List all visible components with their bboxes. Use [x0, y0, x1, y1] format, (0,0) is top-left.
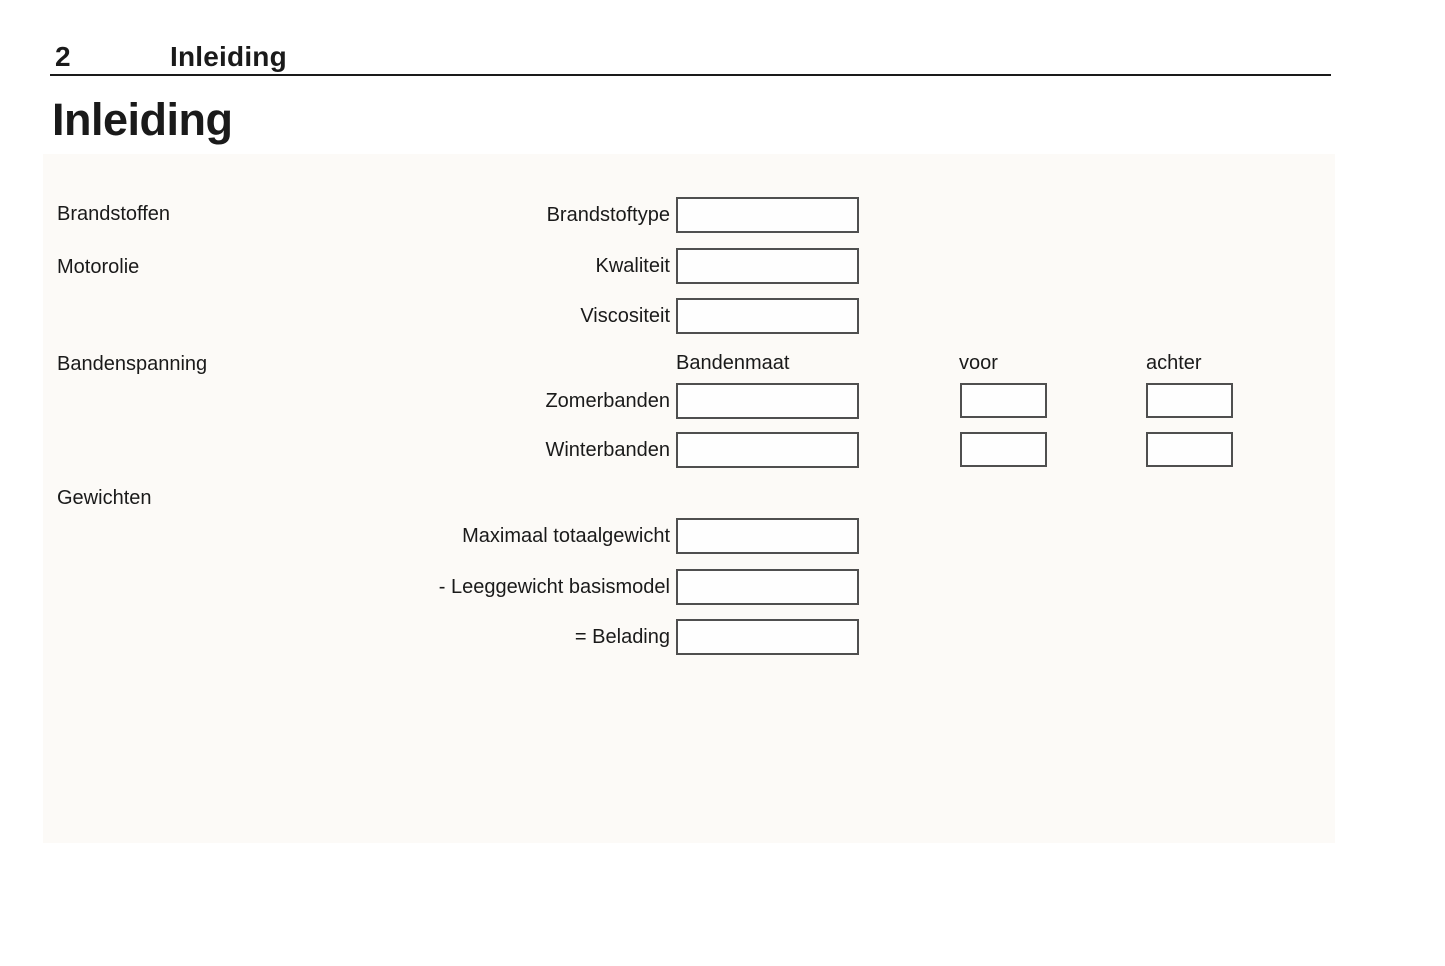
column-header-voor: voor — [959, 352, 998, 374]
column-header-achter: achter — [1146, 352, 1202, 374]
field-label-belading: = Belading — [574, 626, 670, 648]
field-label-viscositeit: Viscositeit — [580, 305, 670, 327]
page-number: 2 — [55, 41, 71, 72]
field-label-winterbanden: Winterbanden — [545, 439, 670, 461]
field-label-brandstoftype: Brandstoftype — [546, 204, 670, 226]
input-winterbanden-bandenmaat[interactable] — [676, 432, 859, 468]
input-viscositeit[interactable] — [676, 298, 859, 334]
section-label-bandenspanning: Bandenspanning — [57, 353, 208, 375]
input-zomerbanden-bandenmaat[interactable] — [676, 383, 859, 419]
input-winterbanden-achter[interactable] — [1146, 432, 1233, 467]
input-zomerbanden-voor[interactable] — [960, 383, 1047, 418]
section-label-brandstoffen: Brandstoffen — [57, 203, 171, 225]
input-brandstoftype[interactable] — [676, 197, 859, 233]
form-panel: Brandstoffen Motorolie Bandenspanning Ge… — [43, 154, 1335, 843]
page-title: Inleiding — [52, 94, 233, 145]
input-kwaliteit[interactable] — [676, 248, 859, 284]
input-zomerbanden-achter[interactable] — [1146, 383, 1233, 418]
field-label-kwaliteit: Kwaliteit — [595, 255, 670, 277]
input-maximaal-totaalgewicht[interactable] — [676, 518, 859, 554]
column-header-bandenmaat: Bandenmaat — [676, 352, 790, 374]
header-rule — [50, 74, 1331, 76]
input-leeggewicht-basismodel[interactable] — [676, 569, 859, 605]
input-belading[interactable] — [676, 619, 859, 655]
section-label-gewichten: Gewichten — [57, 487, 152, 509]
field-label-zomerbanden: Zomerbanden — [545, 390, 670, 412]
input-winterbanden-voor[interactable] — [960, 432, 1047, 467]
field-label-maximaal-totaalgewicht: Maximaal totaalgewicht — [462, 525, 670, 547]
running-header: 2 Inleiding — [0, 41, 1445, 75]
field-label-leeggewicht-basismodel: - Leeggewicht basismodel — [438, 576, 670, 598]
section-label-motorolie: Motorolie — [57, 256, 140, 278]
chapter-title: Inleiding — [170, 41, 287, 72]
